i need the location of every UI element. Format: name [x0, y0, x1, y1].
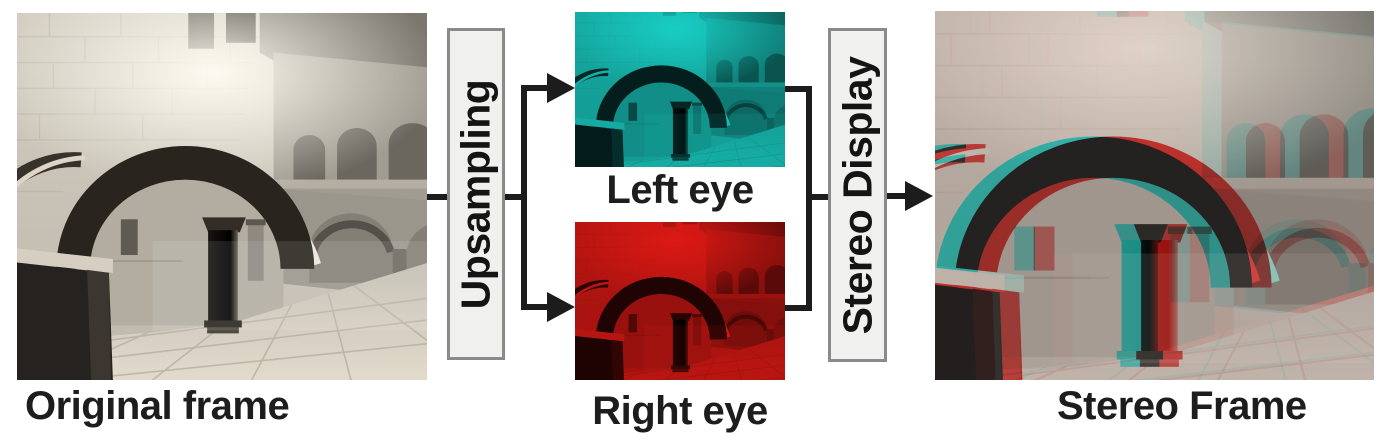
right-eye-image	[575, 222, 785, 380]
stereo-display-box-label: Stereo Display	[834, 56, 880, 334]
arrowhead-left-eye	[547, 73, 575, 103]
connector-right-eye-out	[785, 305, 809, 311]
connector-left-eye-out	[785, 86, 809, 92]
original-frame-label: Original frame	[25, 384, 290, 428]
left-eye-label: Left eye	[606, 168, 754, 212]
connector-merge-vertical	[806, 86, 812, 311]
stereo-display-box: Stereo Display	[828, 28, 887, 362]
stereo-frame-image	[935, 11, 1374, 380]
left-eye-scene	[575, 12, 785, 167]
upsampling-box-label: Upsampling	[452, 79, 499, 309]
arrowhead-right-eye	[547, 292, 575, 322]
connector-branch-to-left-eye	[527, 85, 549, 91]
left-eye-image	[575, 12, 785, 167]
original-frame-scene	[17, 13, 427, 380]
right-eye-scene	[575, 222, 785, 380]
connector-branch-vertical	[521, 85, 527, 310]
upsampling-box: Upsampling	[447, 28, 505, 360]
connector-branch-to-right-eye	[527, 304, 549, 310]
connector-upsampling-out	[505, 194, 524, 200]
stereo-frame-label: Stereo Frame	[1057, 384, 1307, 428]
right-eye-label: Right eye	[592, 389, 768, 433]
original-frame-image	[17, 13, 427, 380]
connector-to-stereo-display	[812, 194, 828, 200]
arrowhead-stereo-frame	[905, 181, 933, 211]
stereo-frame-scene	[935, 11, 1374, 380]
connector-stereo-display-out	[887, 193, 907, 199]
connector-original-to-upsampling	[427, 194, 447, 200]
